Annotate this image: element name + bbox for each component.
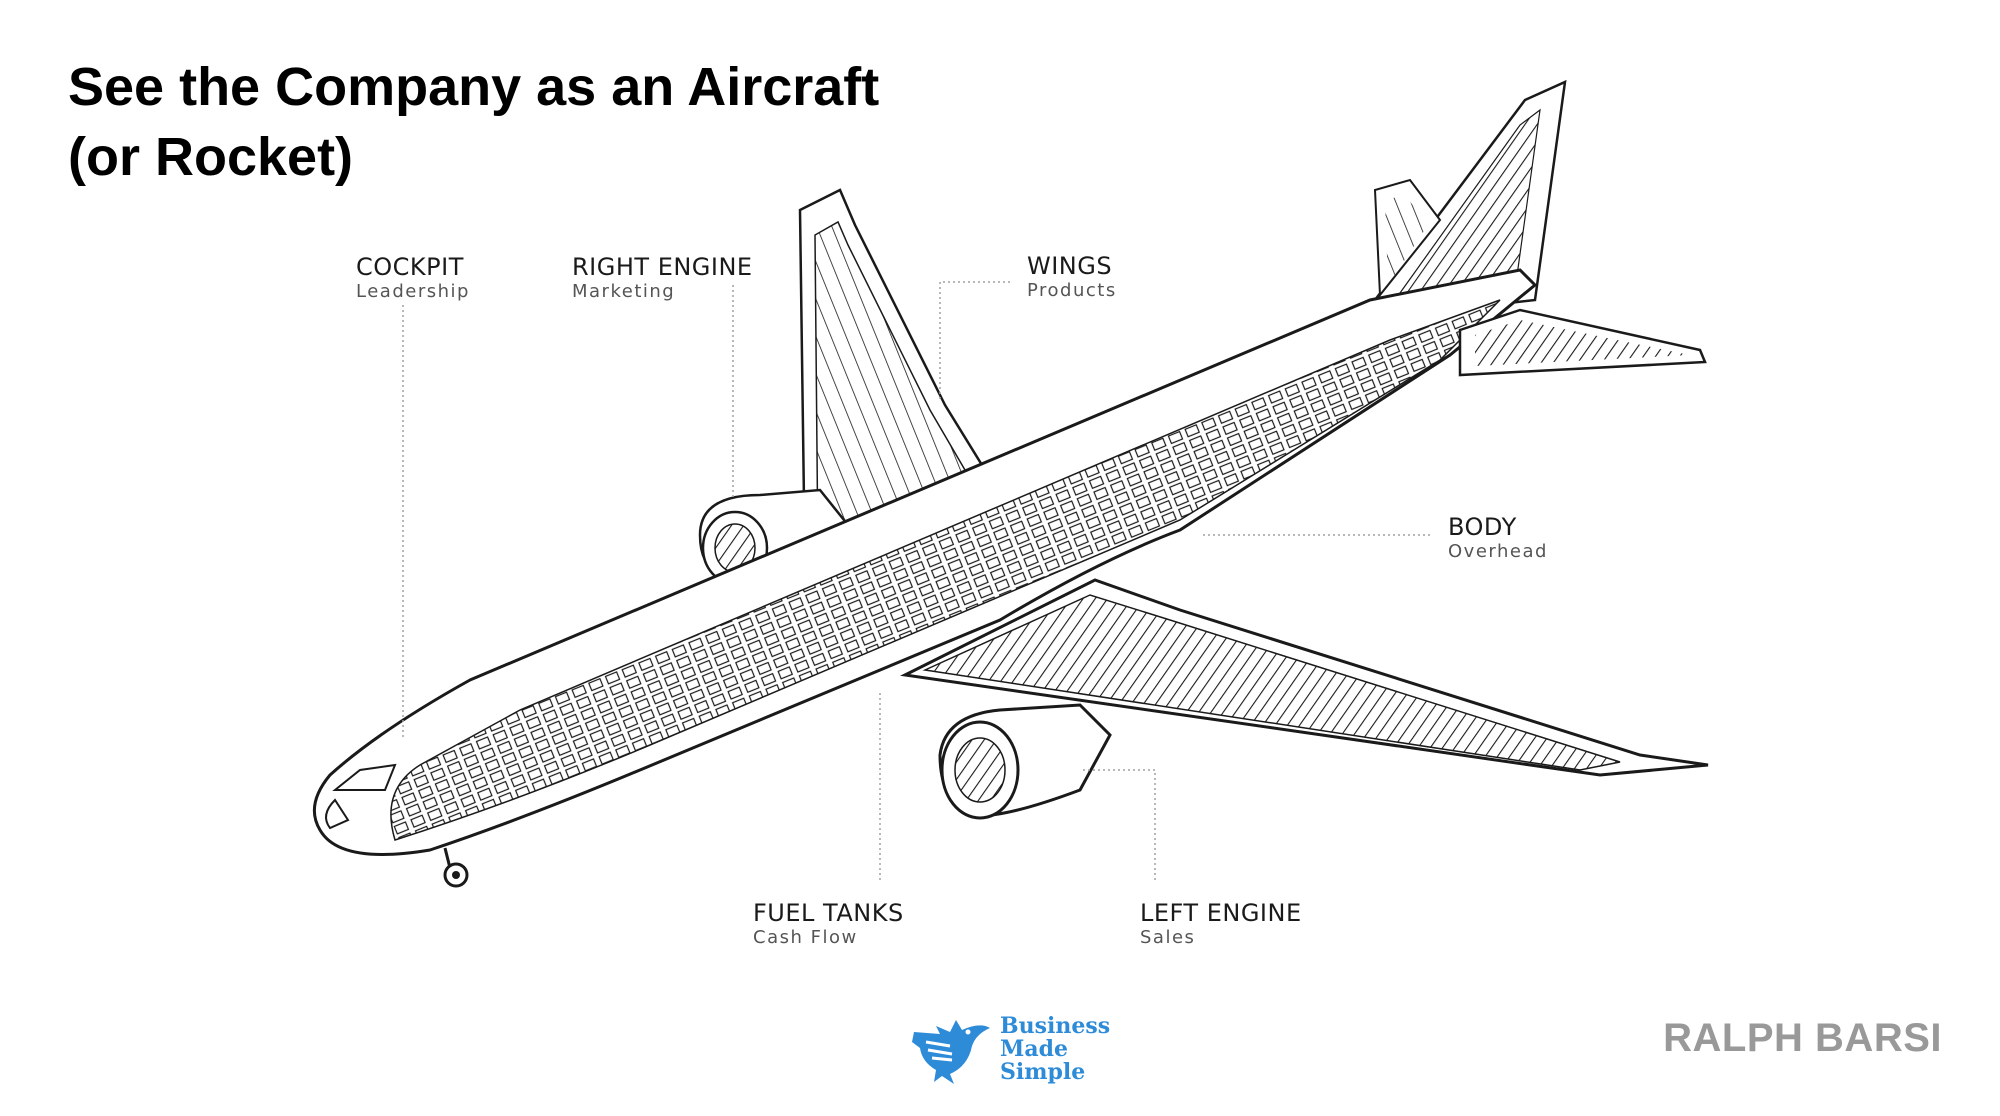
vertical-stabilizer <box>1357 79 1567 322</box>
slide-title: See the Company as an Aircraft (or Rocke… <box>68 52 879 192</box>
left-wing <box>900 578 1709 777</box>
callout-cockpit-meaning: Leadership <box>356 281 470 302</box>
callout-cockpit-label: COCKPIT <box>356 253 464 281</box>
leader-wings <box>939 281 1010 400</box>
logo-line-3: Simple <box>1000 1058 1086 1085</box>
callout-body-meaning: Overhead <box>1448 541 1548 562</box>
horizontal-stabilizer <box>1458 308 1707 377</box>
callout-wings: WINGS Products <box>1027 252 1117 302</box>
bird-icon <box>912 1020 990 1084</box>
callout-left-engine-label: LEFT ENGINE <box>1140 899 1302 927</box>
right-wing <box>798 188 987 578</box>
callout-fuel-tanks: FUEL TANKS Cash Flow <box>753 899 904 949</box>
leader-left-engine <box>1080 769 1156 880</box>
callout-left-engine: LEFT ENGINE Sales <box>1140 899 1302 949</box>
callout-right-engine: RIGHT ENGINE Marketing <box>572 253 753 303</box>
callout-fuel-tanks-label: FUEL TANKS <box>753 899 904 927</box>
left-engine <box>938 703 1112 820</box>
leader-lines <box>402 281 1430 880</box>
callout-left-engine-meaning: Sales <box>1140 927 1196 948</box>
title-line-1: See the Company as an Aircraft <box>68 57 880 117</box>
callout-body: BODY Overhead <box>1448 513 1548 563</box>
logo-line-1: Business <box>1000 1012 1111 1039</box>
callout-wings-meaning: Products <box>1027 280 1117 301</box>
author-name: RALPH BARSI <box>1663 1016 1942 1060</box>
callout-right-engine-label: RIGHT ENGINE <box>572 253 753 281</box>
business-made-simple-logo: Business Made Simple <box>910 1012 1110 1086</box>
logo-line-2: Made <box>1000 1035 1068 1062</box>
logo-wordmark: Business Made Simple <box>1000 1012 1111 1085</box>
title-line-2: (or Rocket) <box>68 127 354 187</box>
callout-fuel-tanks-meaning: Cash Flow <box>753 927 858 948</box>
callout-wings-label: WINGS <box>1027 252 1113 280</box>
callout-cockpit: COCKPIT Leadership <box>356 253 470 303</box>
callout-right-engine-meaning: Marketing <box>572 281 676 302</box>
fuselage <box>312 268 1538 888</box>
callout-body-label: BODY <box>1448 513 1517 541</box>
